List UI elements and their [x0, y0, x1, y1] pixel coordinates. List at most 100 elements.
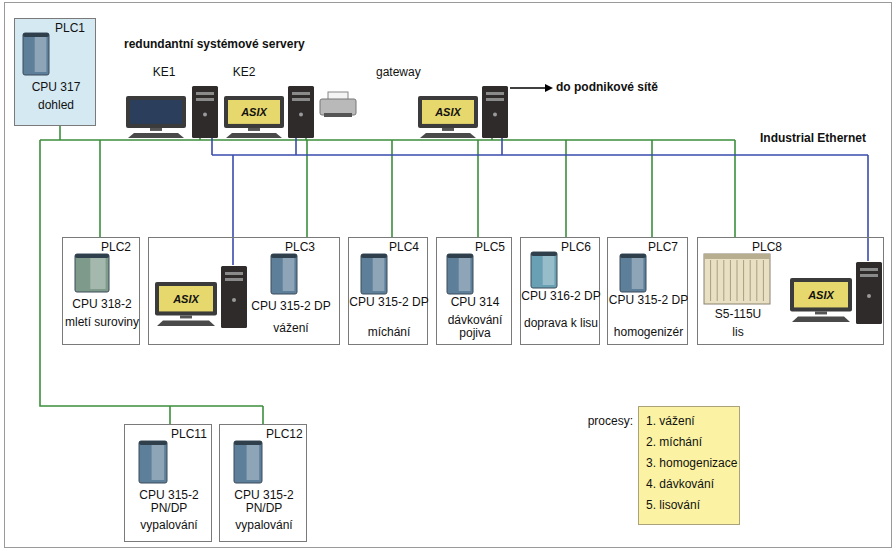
device-name: PLC6	[561, 241, 599, 254]
tower-icon	[221, 266, 247, 328]
module-front	[632, 257, 644, 289]
module-body	[361, 254, 387, 294]
monitor-frame	[155, 282, 217, 315]
power-button	[232, 298, 236, 302]
device-name: KE1	[144, 66, 184, 79]
monitor-frame	[224, 96, 284, 128]
rack-slot	[730, 260, 731, 301]
monitor-stand	[150, 128, 162, 131]
plc-box: PLC1CPU 317dohled	[14, 18, 96, 126]
monitor-screen	[159, 286, 213, 311]
module-top	[75, 254, 109, 258]
device-name: PLC11	[171, 428, 211, 441]
device-text: vypalování	[220, 519, 308, 532]
device-name: gateway	[376, 66, 436, 79]
ethernet-bus-blue	[212, 138, 868, 265]
uplink-arrow	[510, 87, 546, 88]
annotation-label: do podnikové sítě	[556, 81, 658, 94]
plc-module-icon	[271, 254, 297, 294]
plc-box: PLC4CPU 315-2 DPmíchání	[348, 237, 428, 345]
keyboard	[157, 320, 215, 326]
device-text: vypalování	[125, 519, 213, 532]
module-body	[234, 441, 262, 483]
device-name: PLC2	[101, 241, 137, 254]
device-text: CPU 315-2 PN/DP	[220, 489, 308, 515]
plc-module-icon	[23, 33, 49, 75]
device-text: 3. homogenizace	[646, 457, 738, 470]
module-top	[447, 254, 473, 258]
device-text: homogenizér	[608, 326, 689, 339]
drive-slot	[196, 92, 214, 95]
process-list-box: procesy:1. vážení2. míchání3. homogeniza…	[638, 406, 740, 525]
module-top	[234, 441, 262, 445]
arrow-head	[545, 84, 553, 92]
module-body	[620, 254, 646, 292]
device-text: CPU 317	[15, 81, 97, 94]
power-button	[867, 294, 871, 298]
module-body	[271, 254, 297, 294]
monitor-stand	[248, 128, 260, 131]
power-button	[203, 113, 207, 117]
keyboard	[226, 133, 282, 138]
rack-top-bar	[704, 254, 770, 259]
device-name: PLC5	[475, 241, 511, 254]
plc-box: PLC7CPU 315-2 DPhomogenizér	[607, 237, 688, 345]
module-body	[139, 441, 167, 483]
drive-slot	[486, 98, 504, 101]
plc-box: PLC11CPU 315-2 PN/DP vypalování	[124, 424, 212, 542]
device-text: lis	[698, 326, 778, 339]
module-front	[247, 444, 260, 480]
device-text: dávkování pojiva	[437, 314, 513, 340]
module-front	[459, 257, 471, 291]
device-text: CPU 315-2 DP	[608, 294, 689, 307]
rack-slot	[710, 260, 711, 301]
device-text: CPU 315-2 PN/DP	[125, 489, 213, 515]
monitor-frame	[790, 278, 852, 311]
rack-slot	[737, 260, 738, 301]
tower-icon	[288, 86, 314, 138]
monitor-icon	[224, 96, 284, 138]
monitor-stand	[815, 311, 827, 314]
module-body	[23, 33, 49, 75]
monitor-frame	[418, 96, 478, 128]
ethernet-bus-green	[40, 126, 735, 424]
plc-module-icon	[75, 254, 109, 292]
device-text: 4. dávkování	[646, 478, 738, 491]
device-name: PLC3	[285, 241, 325, 254]
server-computer: KE2ASIX	[224, 66, 360, 140]
module-top	[139, 441, 167, 445]
monitor-stand	[180, 315, 192, 318]
rack-slot	[717, 260, 718, 301]
keyboard	[792, 316, 850, 322]
tower-icon	[192, 86, 218, 138]
plc-box: PLC3ASIXCPU 315-2 DPvážení	[148, 237, 340, 345]
monitor-icon	[418, 96, 478, 138]
device-illustration	[698, 238, 883, 344]
device-text: CPU 315-2 DP	[349, 296, 429, 309]
screen-logo: ASIX	[422, 106, 474, 118]
device-name: KE2	[224, 66, 264, 79]
annotation-label: Industrial Ethernet	[760, 132, 866, 145]
device-text: S5-115U	[698, 308, 778, 321]
printer-body	[320, 99, 356, 115]
monitor-frame	[126, 96, 186, 128]
module-top	[361, 254, 387, 258]
module-body	[447, 254, 473, 294]
module-top	[620, 254, 646, 258]
module-front	[283, 257, 295, 291]
monitor-screen	[130, 100, 182, 124]
device-text: doprava k lisu	[521, 317, 601, 330]
rack-slot	[743, 260, 744, 301]
device-text: 5. lisování	[646, 499, 738, 512]
drive-slot	[292, 98, 310, 101]
printer-tray	[324, 113, 352, 117]
plc-module-icon	[531, 252, 557, 288]
plc-module-icon	[234, 441, 262, 483]
device-text: mletí suroviny	[63, 316, 141, 329]
drive-slot	[486, 92, 504, 95]
rack-slot	[723, 260, 724, 301]
device-name: PLC8	[752, 241, 792, 254]
module-body	[531, 252, 557, 288]
module-front	[152, 444, 165, 480]
module-front	[35, 36, 47, 72]
